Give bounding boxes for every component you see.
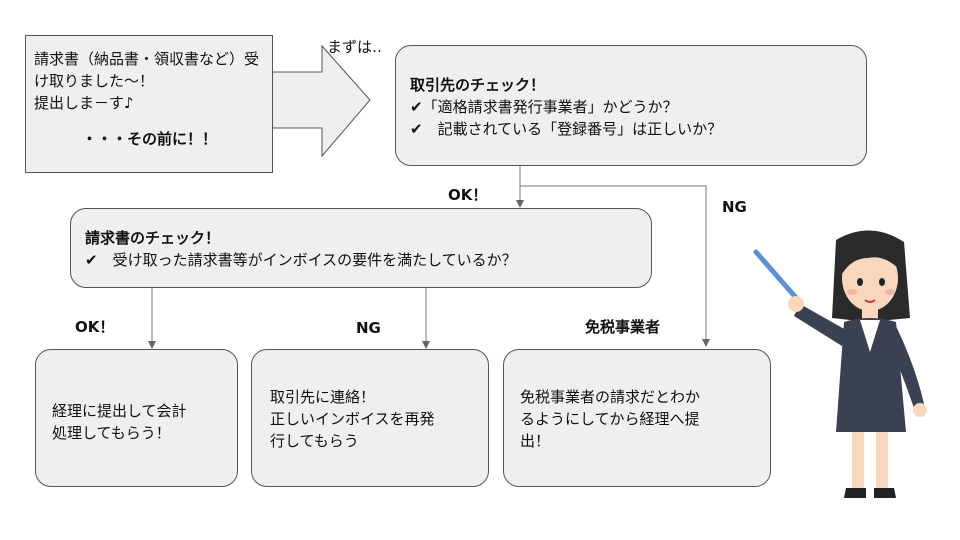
receipt-emphasis: ・・・その前に！！ (82, 130, 218, 148)
partner-check-box: 取引先のチェック！ ✔「適格請求書発行事業者」かどうか？ ✔ 記載されている「登… (395, 45, 867, 166)
label-invoice-ng: NG (356, 319, 381, 337)
result-contact-line-2: 正しいインボイスを再発 (270, 410, 435, 428)
result-contact-line-1: 取引先に連絡！ (270, 388, 376, 406)
label-invoice-ok: OK！ (75, 318, 115, 336)
receipt-line-3: 提出しま－す♪ (34, 94, 134, 112)
label-partner-ok: OK！ (448, 186, 488, 204)
invoice-check-box: 請求書のチェック！ ✔ 受け取った請求書等がインボイスの要件を満たしているか？ (70, 208, 652, 288)
partner-check-title: 取引先のチェック！ (410, 76, 546, 94)
result-submit-box: 経理に提出して会計 処理してもらう！ (35, 349, 238, 487)
result-contact-line-3: 行してもらう (270, 432, 359, 450)
result-exempt-line-2: るようにしてから経理へ提 (520, 410, 700, 428)
result-exempt-line-3: 出！ (520, 432, 551, 450)
result-exempt-line-1: 免税事業者の請求だとわか (520, 388, 701, 406)
result-exempt-box: 免税事業者の請求だとわか るようにしてから経理へ提 出！ (503, 349, 771, 487)
lead-text: まずは‥ (327, 38, 383, 56)
invoice-check-item-1: ✔ 受け取った請求書等がインボイスの要件を満たしているか？ (85, 251, 517, 269)
result-submit-line-1: 経理に提出して会計 (52, 402, 187, 420)
connector-partner-ng (520, 185, 710, 347)
receipt-line-1: 請求書（納品書・領収書など）受 (34, 50, 260, 68)
invoice-check-title: 請求書のチェック！ (85, 229, 221, 247)
label-tax-exempt: 免税事業者 (585, 318, 661, 336)
result-submit-line-2: 処理してもらう！ (52, 424, 171, 442)
partner-check-item-2: ✔ 記載されている「登録番号」は正しいか？ (410, 120, 723, 138)
partner-check-item-1: ✔「適格請求書発行事業者」かどうか？ (410, 98, 678, 116)
receipt-line-2: け取りました～！ (34, 72, 155, 90)
presenter-illustration (753, 230, 927, 498)
label-partner-ng: NG (722, 198, 747, 216)
block-arrow (271, 44, 371, 158)
result-contact-box: 取引先に連絡！ 正しいインボイスを再発 行してもらう (251, 349, 489, 487)
receipt-box: 請求書（納品書・領収書など）受 け取りました～！ 提出しま－す♪ ・・・その前に… (25, 35, 273, 173)
pointer-icon (753, 249, 801, 303)
